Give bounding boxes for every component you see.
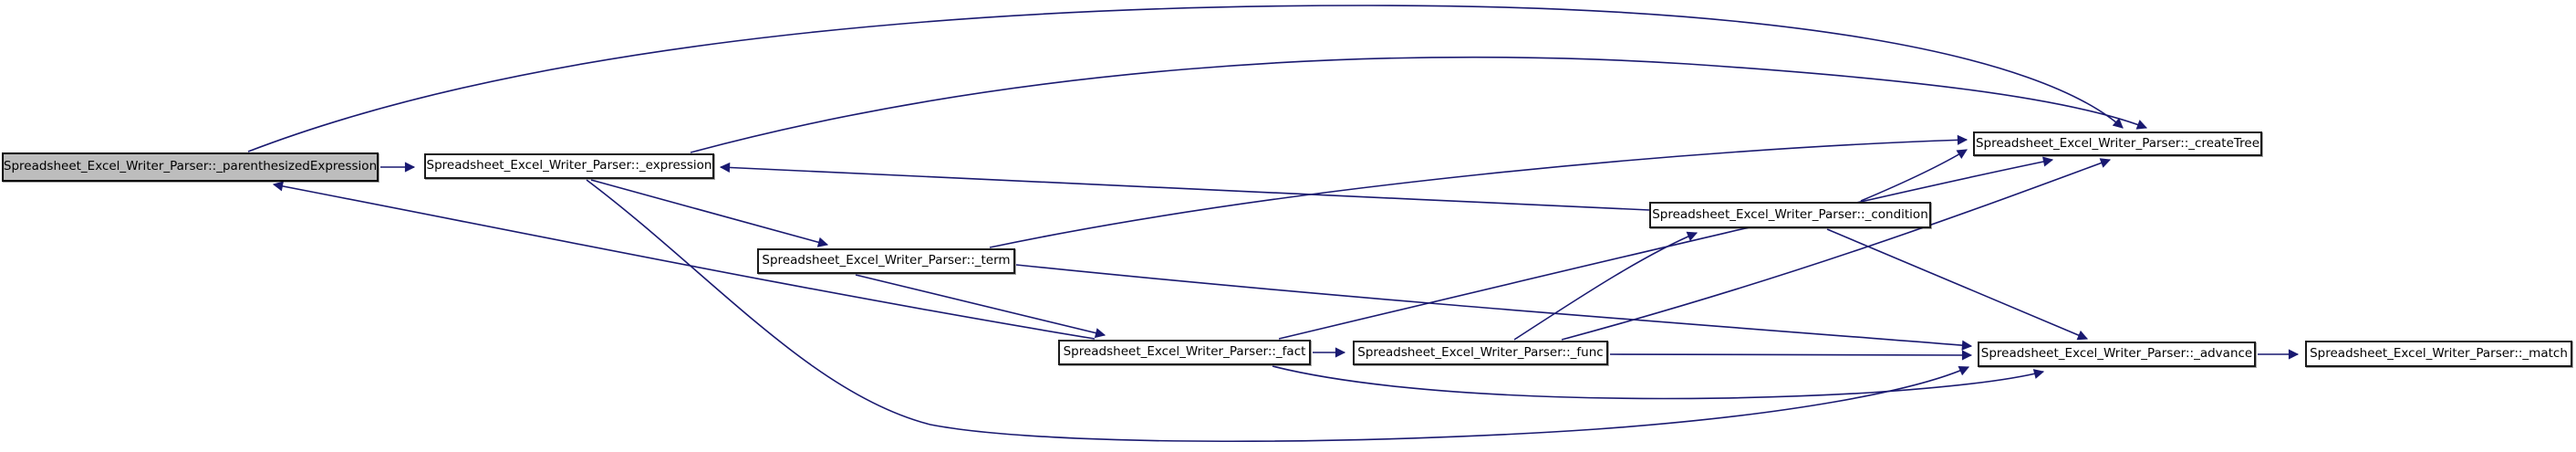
edge-func-to-createTree — [1561, 158, 2112, 341]
graph-node-func[interactable]: Spreadsheet_Excel_Writer_Parser::_func — [1353, 341, 1608, 365]
graph-node-advance[interactable]: Spreadsheet_Excel_Writer_Parser::_advanc… — [1978, 342, 2256, 367]
graph-node-parenthesizedExpression[interactable]: Spreadsheet_Excel_Writer_Parser::_parent… — [2, 152, 379, 182]
edge-expression-to-createTree — [690, 56, 2148, 153]
edge-fact-to-parenthesizedExpression — [272, 181, 1096, 340]
edge-term-to-advance — [1015, 264, 1973, 351]
edge-condition-to-advance — [1826, 228, 2089, 341]
graph-node-match[interactable]: Spreadsheet_Excel_Writer_Parser::_match — [2305, 341, 2572, 367]
edge-expression-to-term — [590, 179, 829, 247]
edge-func-to-condition — [1513, 231, 1698, 341]
edge-fact-to-advance — [1272, 365, 2045, 400]
edge-expression-to-advance — [586, 179, 1970, 443]
graph-node-expression[interactable]: Spreadsheet_Excel_Writer_Parser::_expres… — [424, 153, 714, 179]
graph-node-createTree[interactable]: Spreadsheet_Excel_Writer_Parser::_create… — [1973, 131, 2262, 156]
graph-node-term[interactable]: Spreadsheet_Excel_Writer_Parser::_term — [757, 248, 1015, 274]
edge-fact-to-createTree — [1278, 156, 2054, 340]
edge-parenthesizedExpression-to-createTree — [247, 5, 2124, 152]
edge-term-to-createTree — [989, 134, 1968, 248]
graph-node-fact[interactable]: Spreadsheet_Excel_Writer_Parser::_fact — [1058, 340, 1311, 365]
graph-node-condition[interactable]: Spreadsheet_Excel_Writer_Parser::_condit… — [1649, 202, 1931, 228]
edge-condition-to-createTree — [1860, 149, 1968, 202]
edge-condition-to-expression — [719, 162, 1650, 211]
edge-func-to-advance — [1609, 350, 1973, 361]
edge-term-to-fact — [855, 274, 1106, 339]
